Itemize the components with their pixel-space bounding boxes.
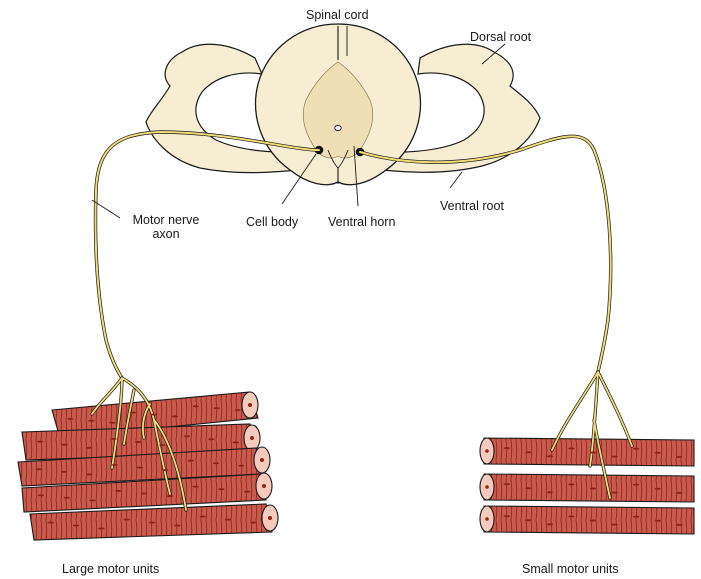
muscle-nucleus <box>225 519 231 521</box>
muscle-nucleus <box>208 438 214 440</box>
muscle-nucleus <box>172 415 178 417</box>
muscle-nucleus <box>525 519 531 521</box>
muscle-nucleus <box>86 473 92 475</box>
muscle-nucleus <box>655 452 661 454</box>
muscle-nucleus <box>633 484 639 486</box>
leader-ventral-root <box>450 172 462 188</box>
muscle-nucleus <box>67 418 73 420</box>
muscle-nucleus <box>149 522 155 524</box>
muscle-nucleus <box>504 483 510 485</box>
muscle-nucleus <box>112 464 118 466</box>
muscle-nucleus <box>200 516 206 518</box>
muscle-nucleus <box>167 495 173 497</box>
label-dorsal-root: Dorsal root <box>470 30 531 44</box>
muscle-nucleus <box>61 444 67 446</box>
muscle-nucleus <box>655 488 661 490</box>
muscle-nucleus <box>590 520 596 522</box>
muscle-nucleus <box>184 435 190 437</box>
muscle-nucleus <box>174 525 180 527</box>
label-ventral-horn: Ventral horn <box>328 215 395 229</box>
small-fiber-1 <box>480 438 694 466</box>
muscle-nucleus <box>135 441 141 443</box>
muscle-nucleus <box>547 523 553 525</box>
muscle-nucleus <box>110 438 116 440</box>
muscle-nucleus <box>89 499 95 501</box>
label-motor-nerve-axon-line1: Motor nerve <box>123 213 209 227</box>
muscle-nucleus <box>234 409 240 411</box>
muscle-nucleus <box>214 407 220 409</box>
muscle-nucleus <box>676 492 682 494</box>
muscle-nucleus <box>611 492 617 494</box>
small-motor-unit-fibers <box>480 438 694 534</box>
muscle-nucleus <box>188 460 194 462</box>
muscle-nucleus <box>151 414 157 416</box>
small-fiber-2 <box>480 474 694 502</box>
small-fiber-3 <box>480 506 694 534</box>
label-ventral-root: Ventral root <box>440 199 504 213</box>
muscle-nucleus <box>244 491 250 493</box>
central-canal <box>335 125 341 130</box>
muscle-nucleus <box>568 515 574 517</box>
muscle-nucleus <box>547 491 553 493</box>
muscle-nucleus <box>86 447 92 449</box>
muscle-nucleus <box>590 488 596 490</box>
muscle-nucleus <box>115 490 121 492</box>
muscle-nucleus <box>73 525 79 527</box>
muscle-nucleus <box>676 456 682 458</box>
label-motor-nerve-axon-line2: axon <box>123 227 209 241</box>
muscle-nucleus <box>655 520 661 522</box>
muscle-nucleus <box>218 488 224 490</box>
muscle-nucleus <box>238 465 244 467</box>
muscle-nucleus <box>63 497 69 499</box>
muscle-nucleus <box>88 420 94 422</box>
muscle-nucleus <box>61 471 67 473</box>
muscle-nucleus <box>141 493 147 495</box>
muscle-nucleus <box>633 516 639 518</box>
muscle-nucleus <box>38 494 44 496</box>
muscle-nucleus <box>109 422 115 424</box>
spinal-cord-diagram <box>146 24 540 185</box>
label-cell-body: Cell body <box>246 215 298 229</box>
muscle-nucleus <box>130 412 136 414</box>
muscle-nucleus <box>192 486 198 488</box>
muscle-nucleus <box>504 515 510 517</box>
muscle-nucleus <box>98 528 104 530</box>
muscle-nucleus <box>36 468 42 470</box>
muscle-nucleus <box>213 462 219 464</box>
muscle-nucleus <box>193 405 199 407</box>
muscle-nucleus <box>525 451 531 453</box>
label-motor-nerve-axon: Motor nerve axon <box>123 213 209 241</box>
label-spinal-cord: Spinal cord <box>306 8 369 22</box>
muscle-nucleus <box>590 452 596 454</box>
muscle-nucleus <box>547 455 553 457</box>
muscle-nucleus <box>159 444 165 446</box>
label-large-motor-units: Large motor units <box>62 562 159 576</box>
muscle-nucleus <box>568 483 574 485</box>
muscle-nucleus <box>676 524 682 526</box>
muscle-nucleus <box>137 467 143 469</box>
label-small-motor-units: Small motor units <box>522 562 619 576</box>
muscle-nucleus <box>525 487 531 489</box>
muscle-nucleus <box>124 519 130 521</box>
muscle-nucleus <box>633 448 639 450</box>
muscle-nucleus <box>568 447 574 449</box>
muscle-nucleus <box>611 456 617 458</box>
muscle-nucleus <box>504 447 510 449</box>
muscle-nucleus <box>611 524 617 526</box>
muscle-nucleus <box>250 522 256 524</box>
muscle-nucleus <box>233 441 239 443</box>
muscle-nucleus <box>162 469 168 471</box>
muscle-nucleus <box>37 441 43 443</box>
muscle-nucleus <box>48 522 54 524</box>
